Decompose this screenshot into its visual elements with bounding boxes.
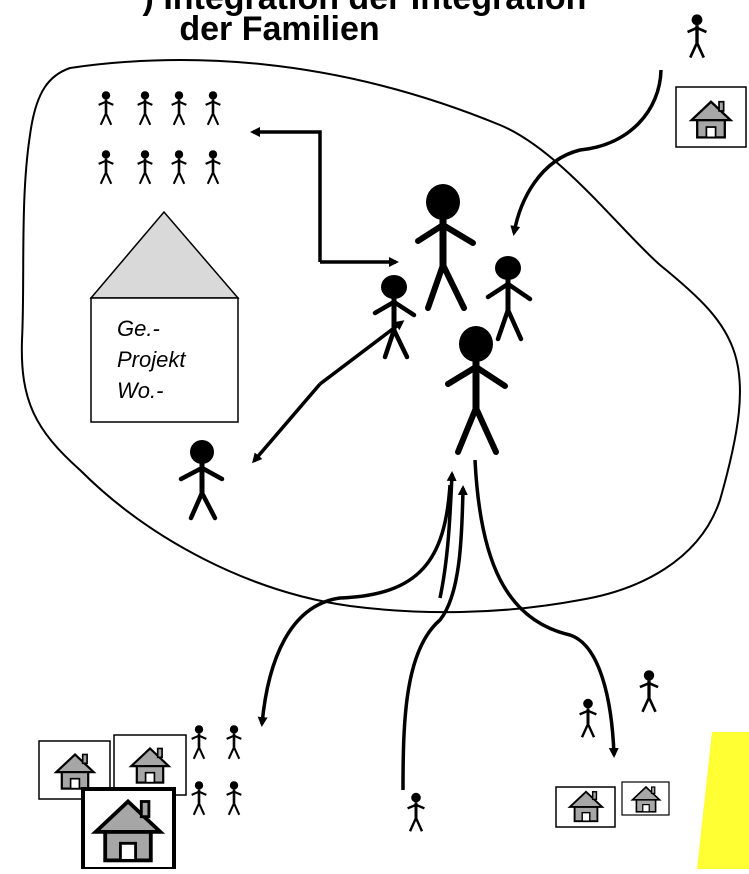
person-icon [225,779,243,817]
arrow-to-group [250,127,322,262]
arrow-diagonal-up [318,320,405,386]
person-medium-left [372,275,417,360]
family-bottom-left [38,723,243,871]
project-house-roof [89,210,240,299]
yellow-highlight-shape [697,732,749,869]
person-medium-right [485,256,533,342]
person-icon [406,791,426,833]
arrow-from-top-right [510,69,663,236]
arrow-to-bottom-right [473,459,619,758]
person-icon [97,89,115,127]
arrow-from-bottom-center [401,485,468,791]
project-label-line-2: Projekt [117,347,186,372]
person-icon [170,89,188,127]
person-icon [170,148,188,186]
family-top-right [675,12,747,148]
family-group-top-left [97,89,222,186]
person-icon [578,697,598,739]
project-house [89,210,240,423]
arrow-from-bottom-left [438,471,457,599]
person-icon [190,779,208,817]
arrows [250,69,663,791]
arrow-diagonal-down [252,382,322,464]
person-icon [190,723,208,761]
person-icon [225,723,243,761]
person-large-lower [445,326,508,455]
person-bottom-center [406,791,426,833]
arrow-to-bottom-left [257,484,452,727]
title-line-1: ) Integration der Integration [0,0,739,18]
person-icon [204,148,222,186]
person-inside-lower-left [178,440,225,521]
person-icon [97,148,115,186]
family-bottom-right [555,668,670,828]
title-line-2: der Familien [179,10,380,48]
person-icon [136,89,154,127]
community-boundary [20,59,741,614]
project-label-line-1: Ge.- [117,316,160,341]
person-icon [204,89,222,127]
project-label-line-3: Wo.- [117,378,164,403]
person-icon [638,668,660,714]
person-large-center [415,184,476,311]
project-house-body [90,297,239,423]
person-icon [685,12,709,60]
person-icon [136,148,154,186]
